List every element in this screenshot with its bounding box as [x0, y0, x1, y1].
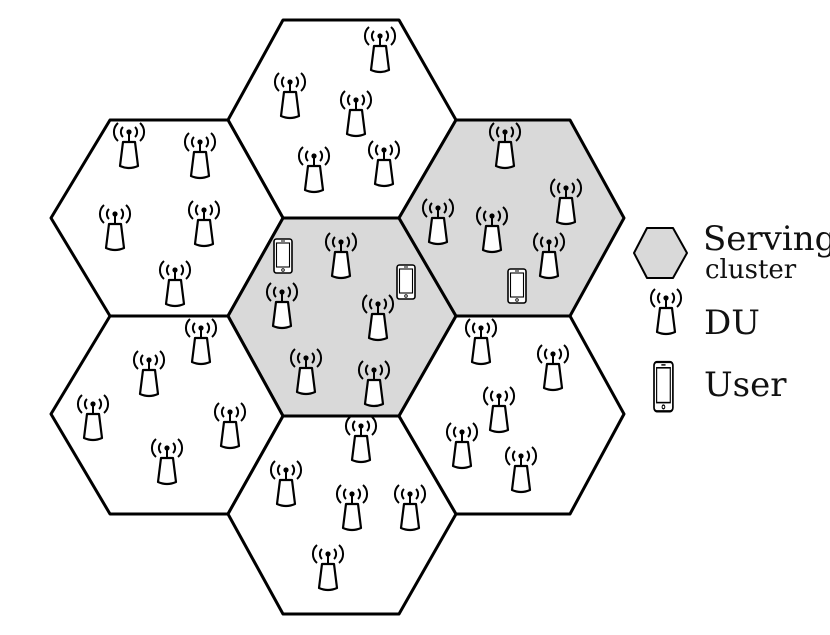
du-antenna-icon [649, 287, 683, 336]
phone-icon [396, 264, 416, 300]
legend-du-label: DU [704, 303, 760, 343]
legend-user-label: User [704, 365, 787, 405]
legend-serving-label: Serving [703, 219, 830, 259]
phone-icon [652, 360, 675, 413]
legend: Serving cluster DU User [633, 219, 830, 413]
cell-grid [49, 18, 626, 616]
phone-icon [507, 268, 527, 304]
phone-icon [273, 238, 293, 274]
hexagon-icon [633, 227, 688, 279]
legend-cluster-label: cluster [705, 255, 797, 285]
